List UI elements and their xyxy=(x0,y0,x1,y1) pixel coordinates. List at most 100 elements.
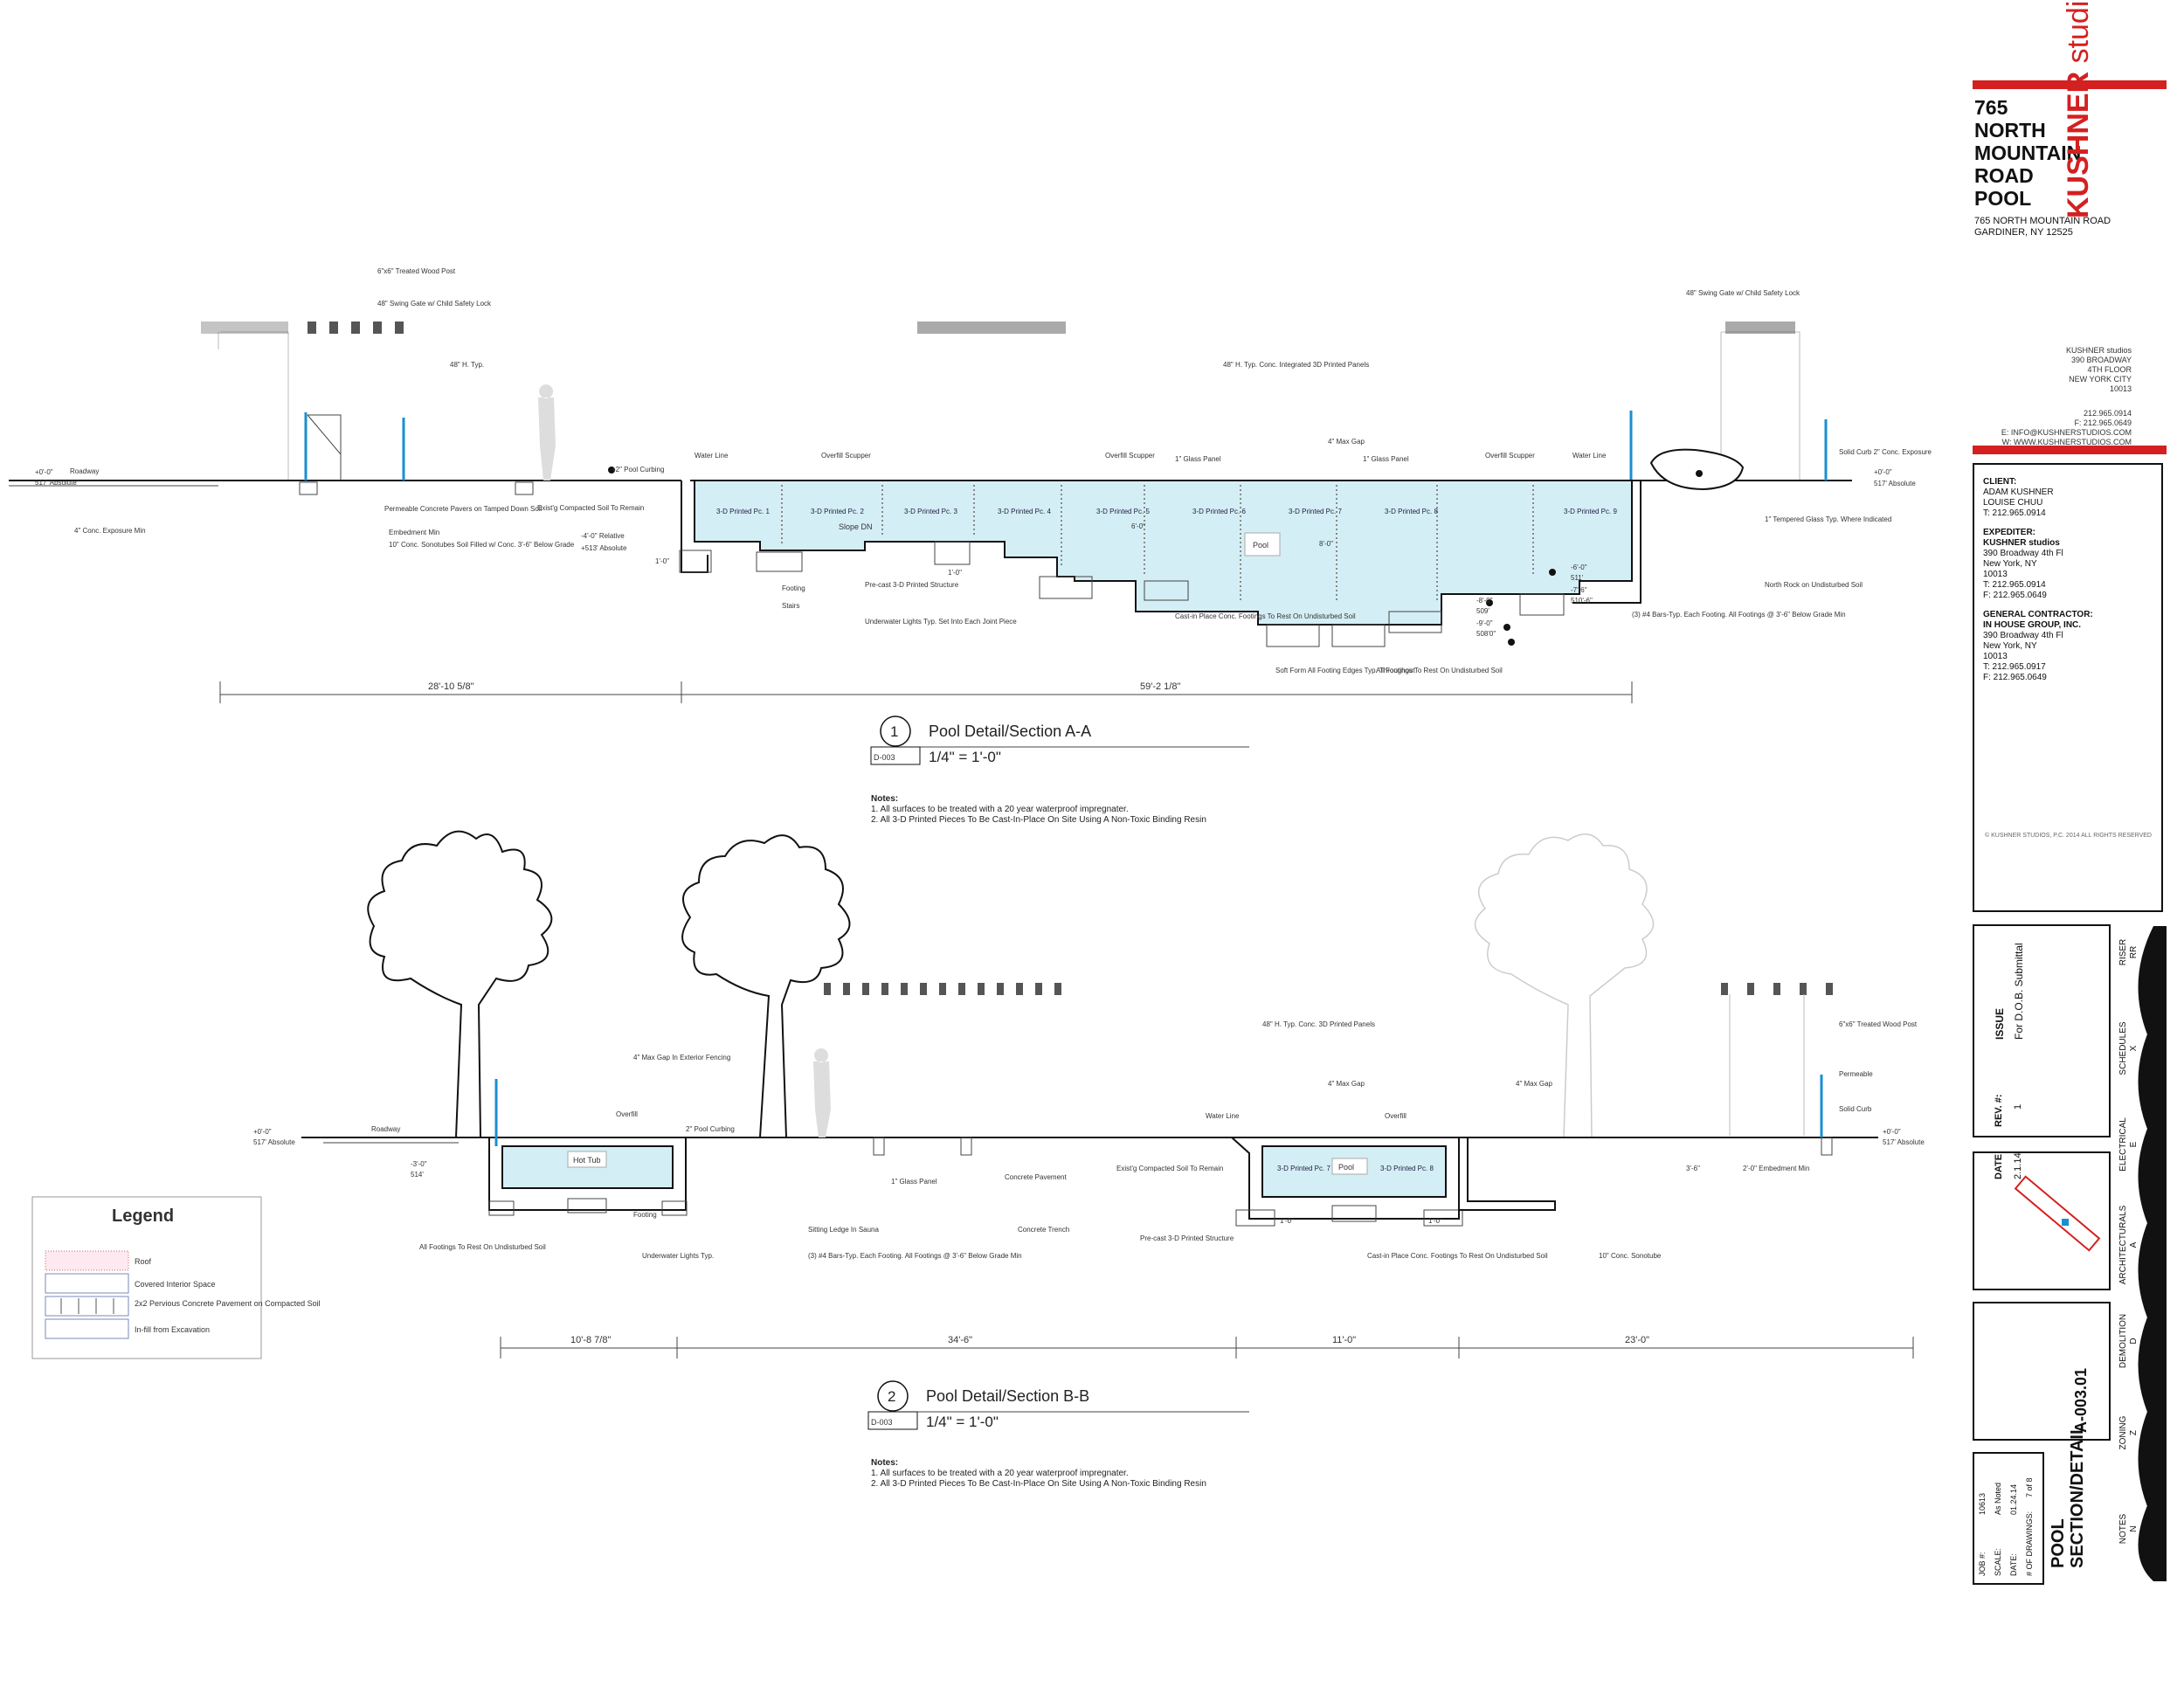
legend-item-infill: In-fill from Excavation xyxy=(135,1325,210,1334)
svg-text:+2" Pool Curbing: +2" Pool Curbing xyxy=(612,466,664,474)
section-b-scale: 1/4" = 1'-0" xyxy=(926,1414,999,1430)
issue-box: ISSUE For D.O.B. Submittal REV. #: 1 DAT… xyxy=(1973,924,2111,1179)
svg-text:1" Glass Panel: 1" Glass Panel xyxy=(1175,455,1221,463)
svg-text:-8'-0": -8'-0" xyxy=(1476,597,1493,605)
svg-text:2'-0" Embedment Min: 2'-0" Embedment Min xyxy=(1743,1165,1809,1172)
dim-b-2: 34'-6" xyxy=(948,1335,972,1345)
svg-text:509': 509' xyxy=(1476,607,1489,615)
svg-text:Stairs: Stairs xyxy=(782,602,799,610)
sheet-number-box: A-003.01 xyxy=(1973,1302,2111,1441)
svg-text:514': 514' xyxy=(411,1171,424,1179)
info-box: CLIENT: ADAM KUSHNER LOUISE CHUU T: 212.… xyxy=(1973,463,2163,912)
svg-text:517' Absolute: 517' Absolute xyxy=(253,1138,295,1146)
svg-text:Overfill: Overfill xyxy=(616,1110,638,1118)
pc-8-b-label: 3-D Printed Pc. 8 xyxy=(1380,1165,1434,1172)
svg-text:Permeable Concrete Pavers on T: Permeable Concrete Pavers on Tamped Down… xyxy=(384,505,543,513)
svg-text:Concrete Pavement: Concrete Pavement xyxy=(1005,1173,1067,1181)
tree-left-icon xyxy=(367,830,553,1138)
svg-text:Underwater Lights Typ. Set Int: Underwater Lights Typ. Set Into Each Joi… xyxy=(865,618,1017,626)
svg-text:517' Absolute: 517' Absolute xyxy=(35,479,77,487)
sheet-title: POOL SECTION/DETAIL xyxy=(2049,1423,2087,1568)
legend: Legend Roof Covered Interior Space 2x2 P… xyxy=(31,1196,321,1359)
legend-item-roof: Roof xyxy=(135,1257,152,1266)
svg-text:Underwater Lights Typ.: Underwater Lights Typ. xyxy=(642,1252,714,1260)
title-block-red-bar xyxy=(1973,446,2167,454)
pc-6-label: 3-D Printed Pc. 6 xyxy=(1192,508,1246,515)
svg-text:Pre-cast 3-D Printed Structure: Pre-cast 3-D Printed Structure xyxy=(1140,1234,1234,1242)
svg-text:+0'-0": +0'-0" xyxy=(253,1128,272,1136)
north-rock-shape xyxy=(1649,448,1745,491)
svg-text:Footing: Footing xyxy=(633,1211,657,1219)
svg-text:+0'-0": +0'-0" xyxy=(1874,468,1892,476)
dim-b-4: 23'-0" xyxy=(1625,1335,1649,1345)
firm-contact: 212.965.0914 F: 212.965.0649 E: INFO@KUS… xyxy=(2001,409,2132,446)
fence-panels-a xyxy=(201,321,1795,334)
person-b-figure xyxy=(813,1048,831,1137)
svg-text:Roadway: Roadway xyxy=(371,1125,400,1133)
section-a-title: Pool Detail/Section A-A xyxy=(929,723,1091,740)
section-b-notes-title: Notes: xyxy=(871,1458,898,1468)
svg-text:510'-6": 510'-6" xyxy=(1571,597,1593,605)
legend-swatch-infill xyxy=(45,1318,129,1339)
svg-text:All Footings To Rest On Undist: All Footings To Rest On Undisturbed Soil xyxy=(1376,667,1503,674)
section-a-number: 1 xyxy=(890,723,898,740)
svg-text:1'-0": 1'-0" xyxy=(655,557,669,565)
tree-middle-icon xyxy=(681,834,851,1138)
legend-swatch-pervious xyxy=(45,1296,129,1317)
project-address: 765 NORTH MOUNTAIN ROAD GARDINER, NY 125… xyxy=(1974,216,2111,238)
svg-text:Permeable: Permeable xyxy=(1839,1070,1873,1078)
pc-8-label: 3-D Printed Pc. 8 xyxy=(1385,508,1438,515)
tree-right-faint-icon xyxy=(1475,833,1655,1138)
svg-text:Pre-cast 3-D Printed Structure: Pre-cast 3-D Printed Structure xyxy=(865,581,959,589)
svg-text:48" Swing Gate w/ Child Safety: 48" Swing Gate w/ Child Safety Lock xyxy=(1686,289,1800,297)
piece-labels-a: 3-D Printed Pc. 1 3-D Printed Pc. 2 3-D … xyxy=(716,508,1617,515)
copyright: © KUSHNER STUDIOS, P.C. 2014 ALL RIGHTS … xyxy=(1985,833,2152,839)
dim-left-a: 28'-10 5/8" xyxy=(428,681,474,692)
svg-text:10" Conc. Sonotubes Soil Fille: 10" Conc. Sonotubes Soil Filled w/ Conc.… xyxy=(389,541,575,549)
key-plan xyxy=(2014,1175,2101,1252)
pc-7-label: 3-D Printed Pc. 7 xyxy=(1289,508,1342,515)
svg-text:Sitting Ledge In Sauna: Sitting Ledge In Sauna xyxy=(808,1226,880,1234)
title-block-top-bar xyxy=(1973,80,2167,89)
pc-7-b-label: 3-D Printed Pc. 7 xyxy=(1277,1165,1330,1172)
pool-a-label: Pool xyxy=(1253,541,1268,550)
svg-text:Cast-in Place Conc. Footings T: Cast-in Place Conc. Footings To Rest On … xyxy=(1367,1252,1548,1260)
section-a-note-2: 2. All 3-D Printed Pieces To Be Cast-In-… xyxy=(871,815,1206,825)
section-a-scale: 1/4" = 1'-0" xyxy=(929,749,1001,765)
slope-label: Slope DN xyxy=(839,522,873,531)
svg-text:1'-0": 1'-0" xyxy=(1280,1217,1294,1225)
dim-b-3: 11'-0" xyxy=(1332,1335,1356,1345)
svg-text:Overfill Scupper: Overfill Scupper xyxy=(1105,452,1155,460)
joints-a xyxy=(781,485,1534,603)
svg-text:3'-6": 3'-6" xyxy=(1686,1165,1700,1172)
svg-text:2" Pool Curbing: 2" Pool Curbing xyxy=(686,1125,735,1133)
svg-text:1'-0": 1'-0" xyxy=(948,569,962,577)
svg-text:Water Line: Water Line xyxy=(695,452,729,460)
key-plan-box xyxy=(1973,1151,2111,1290)
svg-text:-7'-6": -7'-6" xyxy=(1571,586,1587,594)
legend-item-covered: Covered Interior Space xyxy=(135,1280,216,1289)
svg-text:1'-0": 1'-0" xyxy=(1428,1217,1442,1225)
svg-text:+0'-0": +0'-0" xyxy=(35,468,53,476)
legend-title: Legend xyxy=(112,1206,174,1226)
pc-3-label: 3-D Printed Pc. 3 xyxy=(904,508,957,515)
pc-1-label: 3-D Printed Pc. 1 xyxy=(716,508,770,515)
section-a-notes-title: Notes: xyxy=(871,794,898,804)
svg-text:6"x6" Treated Wood Post: 6"x6" Treated Wood Post xyxy=(1839,1020,1918,1028)
section-b-drawing: Hot Tub Pool 3-D Printed Pc. 7 3-D Print… xyxy=(253,830,1925,1359)
legend-swatch-roof xyxy=(45,1250,129,1271)
pc-9-label: 3-D Printed Pc. 9 xyxy=(1564,508,1617,515)
legend-item-pervious: 2x2 Pervious Concrete Pavement on Compac… xyxy=(135,1299,321,1308)
dimension-b: 10'-8 7/8" 34'-6" 11'-0" 23'-0" xyxy=(500,1335,1914,1359)
svg-text:(3) #4 Bars-Typ. Each Footing.: (3) #4 Bars-Typ. Each Footing. All Footi… xyxy=(1632,611,1846,619)
svg-text:508'0": 508'0" xyxy=(1476,630,1496,638)
svg-text:Water Line: Water Line xyxy=(1572,452,1607,460)
svg-text:511': 511' xyxy=(1571,574,1584,582)
